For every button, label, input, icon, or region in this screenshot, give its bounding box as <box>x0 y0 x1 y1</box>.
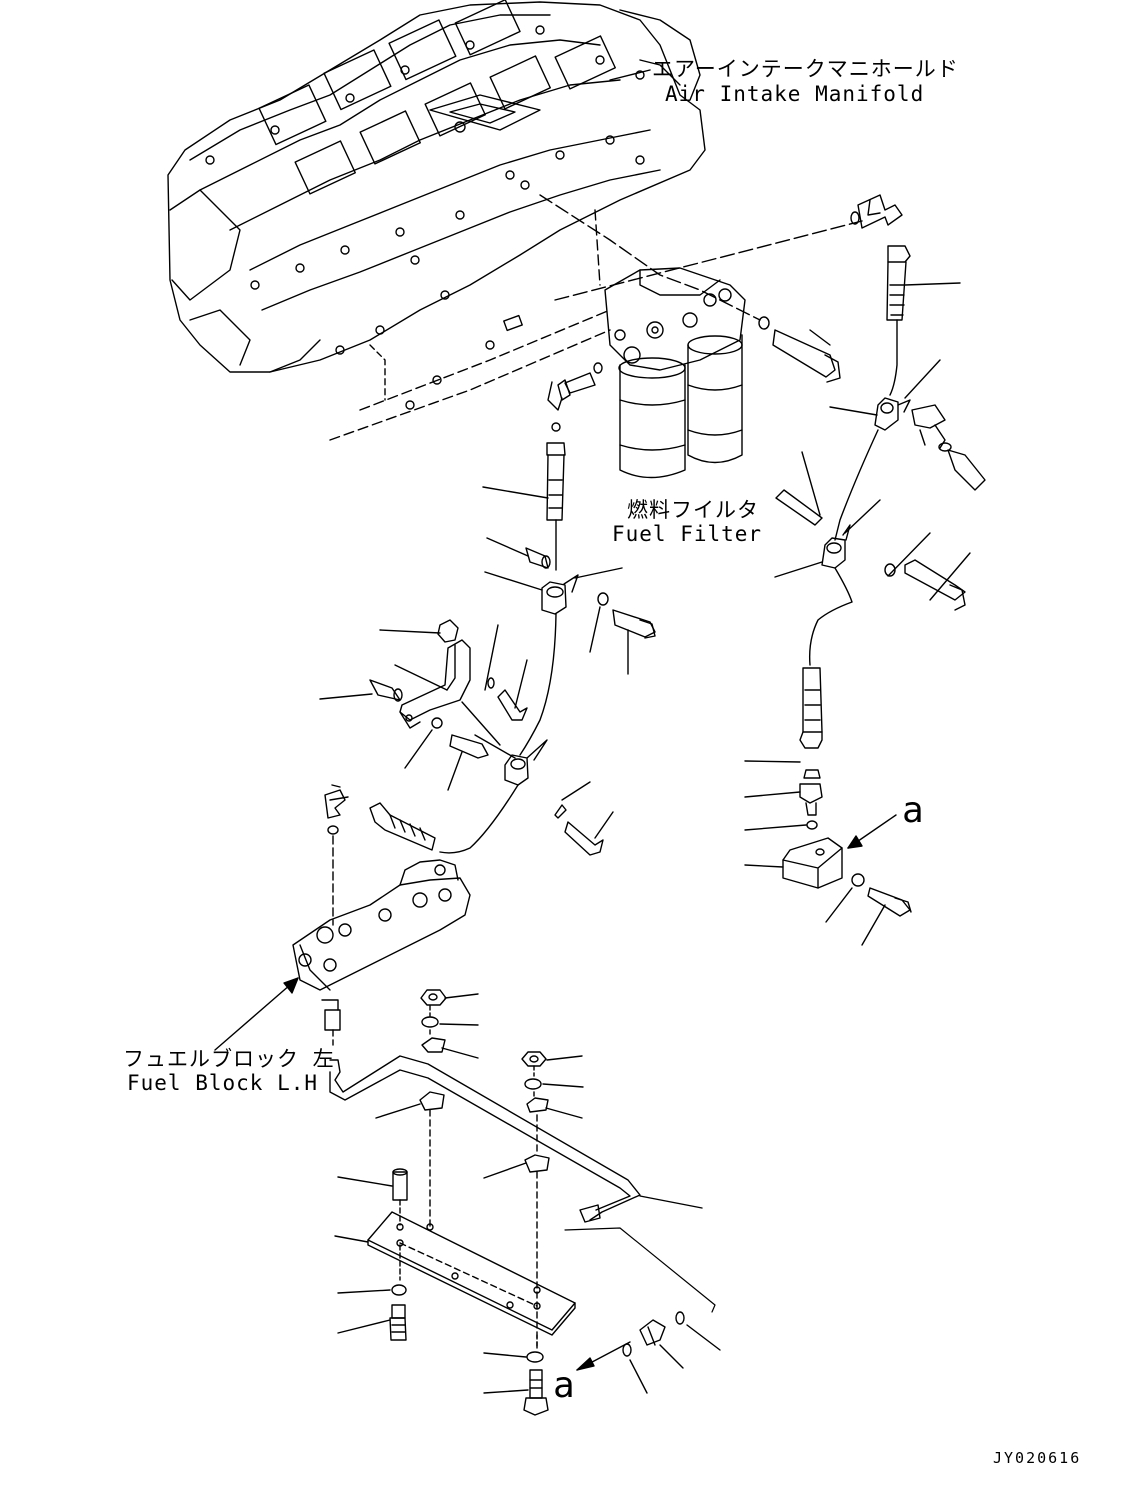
fuel-filter-label-jp: 燃料フイルタ <box>627 498 759 522</box>
engine-block-illustration <box>168 0 705 440</box>
fuel-filter-illustration <box>605 268 745 478</box>
filter-axis-dashed <box>540 195 760 320</box>
filter-mount-bolt <box>759 317 840 382</box>
air-intake-manifold-label-en: Air Intake Manifold <box>665 82 925 106</box>
fuel-block-lh-label-jp: フュエルブロック 左 <box>123 1047 335 1071</box>
left-hose-assembly <box>440 363 655 855</box>
fuel-block-lh-label-en: Fuel Block L.H <box>127 1071 319 1095</box>
right-hose-lower <box>745 430 970 945</box>
fuel-filter-label-en: Fuel Filter <box>612 522 763 546</box>
leader-lines <box>810 330 830 345</box>
right-upper-fitting <box>555 195 985 490</box>
drawing-number: JY020616 <box>993 1449 1082 1467</box>
bracket-assembly <box>320 620 527 790</box>
reference-a-lower: a <box>553 1365 576 1406</box>
fuel-block-lh <box>215 785 470 1050</box>
fuel-tube-assembly <box>330 990 720 1415</box>
air-intake-manifold-label-jp: エアーインテークマニホールド <box>652 57 959 81</box>
reference-a-upper: a <box>902 790 925 831</box>
air-intake-leader <box>610 70 650 80</box>
